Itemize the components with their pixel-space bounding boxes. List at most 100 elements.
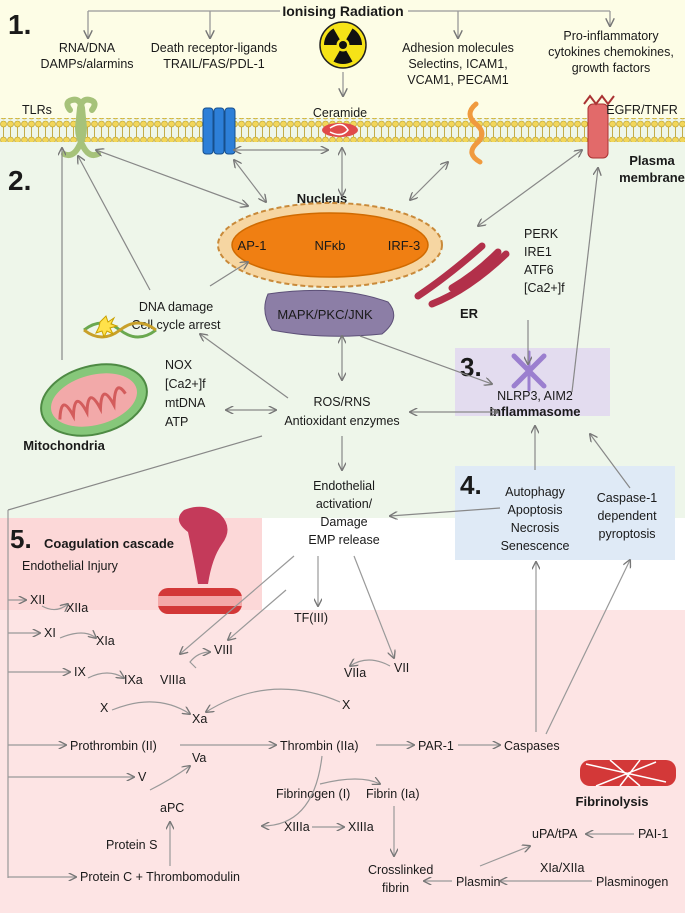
factor-xia: XIa <box>96 634 115 648</box>
factor-xiiia-2: XIIIa <box>348 820 374 834</box>
par1-label: PAR-1 <box>418 739 454 753</box>
egfr-receptor-icon <box>583 94 615 159</box>
fibrinogen-label: Fibrinogen (I) <box>276 787 350 801</box>
upa-tpa-label: uPA/tPA <box>532 827 578 841</box>
nlrp3-aim2-label: NLRP3, AIM2 <box>497 389 573 403</box>
death-receptor-label: Death receptor-ligands <box>151 41 277 55</box>
factor-xa: Xa <box>192 712 207 726</box>
activation-label: activation/ <box>316 497 373 511</box>
mapk-shape <box>264 289 395 337</box>
mitochondria-label: Mitochondria <box>23 438 105 453</box>
tlr-receptor-icon <box>61 96 101 159</box>
plasminogen-label: Plasminogen <box>596 875 668 889</box>
ca2f-mito-label: [Ca2+]f <box>165 377 206 391</box>
crosslinked-label: Crosslinked <box>368 863 433 877</box>
mtdna-label: mtDNA <box>165 396 206 410</box>
factor-v: V <box>138 770 147 784</box>
adhesion-molecule-icon <box>467 101 485 165</box>
antioxidant-label: Antioxidant enzymes <box>284 414 399 428</box>
mapk-label: MAPK/PKC/JNK <box>277 307 373 322</box>
factor-vii: VII <box>394 661 409 675</box>
damps-label: DAMPs/alarmins <box>40 57 133 71</box>
dna-damage-label: DNA damage <box>139 300 213 314</box>
caspases-label: Caspases <box>504 739 560 753</box>
senescence-label: Senescence <box>501 539 570 553</box>
endothelial-injury-label: Endothelial Injury <box>22 559 119 573</box>
inflammasome-box <box>455 348 610 416</box>
link-line <box>7 435 263 511</box>
ceramide-icon <box>322 123 358 137</box>
autophagy-label: Autophagy <box>505 485 566 499</box>
fibrin-crosslinked-label: fibrin <box>382 881 409 895</box>
nfkb-label: NFκb <box>314 238 345 253</box>
er-icon <box>414 242 510 308</box>
plasma-label: Plasma <box>629 153 675 168</box>
selectins-label: Selectins, ICAM1, <box>408 57 507 71</box>
thrombin-label: Thrombin (IIa) <box>280 739 359 753</box>
factor-x-extrinsic: X <box>342 698 351 712</box>
factor-va: Va <box>192 751 206 765</box>
apc-label: aPC <box>160 801 184 815</box>
nox-label: NOX <box>165 358 193 372</box>
tlrs-label: TLRs <box>22 103 52 117</box>
necrosis-label: Necrosis <box>511 521 560 535</box>
factor-viii: VIII <box>214 643 233 657</box>
atf6-label: ATF6 <box>524 263 554 277</box>
ionising-radiation-title: Ionising Radiation <box>282 3 403 19</box>
ire1-label: IRE1 <box>524 245 552 259</box>
blood-vessel-icon <box>158 506 242 614</box>
factor-ix: IX <box>74 665 86 679</box>
apoptosis-label: Apoptosis <box>508 503 563 517</box>
mitochondria-icon <box>40 363 148 437</box>
dependent-label: dependent <box>597 509 657 523</box>
cell-death-box <box>455 466 675 560</box>
protein-s-label: Protein S <box>106 838 157 852</box>
factor-viia: VIIa <box>344 666 366 680</box>
tissue-factor: TF(III) <box>294 611 328 625</box>
perk-label: PERK <box>524 227 559 241</box>
ros-rns-label: ROS/RNS <box>314 395 371 409</box>
emp-release-label: EMP release <box>308 533 379 547</box>
vcam-label: VCAM1, PECAM1 <box>407 73 508 87</box>
damage-label: Damage <box>320 515 367 529</box>
plasmin-label: Plasmin <box>456 875 501 889</box>
ca2f-er-label: [Ca2+]f <box>524 281 565 295</box>
factor-xii: XII <box>30 593 45 607</box>
death-receptor-icon <box>202 107 236 155</box>
fibrin-label: Fibrin (Ia) <box>366 787 419 801</box>
trail-fas-label: TRAIL/FAS/PDL-1 <box>163 57 264 71</box>
ap1-label: AP-1 <box>238 238 267 253</box>
nucleus-shape <box>217 202 443 288</box>
atp-label: ATP <box>165 415 188 429</box>
membrane-label: membrane <box>619 170 685 185</box>
factor-ixa: IXa <box>124 673 143 687</box>
radiation-icon <box>319 21 367 69</box>
rna-dna-label: RNA/DNA <box>59 41 116 55</box>
fibrinolysis-title: Fibrinolysis <box>576 794 649 809</box>
caspase1-label: Caspase-1 <box>597 491 657 505</box>
pai1-label: PAI-1 <box>638 827 668 841</box>
factor-xi: XI <box>44 626 56 640</box>
factor-xiia: XIIa <box>66 601 88 615</box>
adhesion-label: Adhesion molecules <box>402 41 514 55</box>
xia-xiia-label: XIa/XIIa <box>540 861 585 875</box>
factor-x-intrinsic: X <box>100 701 109 715</box>
inflammasome-title: Inflammasome <box>489 404 580 419</box>
growth-factors-label: growth factors <box>572 61 651 75</box>
section-5-number: 5. <box>10 524 32 554</box>
fibrin-clot-icon <box>580 759 676 787</box>
section-2-number: 2. <box>8 165 31 196</box>
section-3-number: 3. <box>460 352 482 382</box>
coagulation-title: Coagulation cascade <box>44 536 174 551</box>
factor-xiiia-1: XIIIa <box>284 820 310 834</box>
egfr-tnfr-label: EGFR/TNFR <box>606 103 678 117</box>
prothrombin-label: Prothrombin (II) <box>70 739 157 753</box>
irf3-label: IRF-3 <box>388 238 421 253</box>
section-4-number: 4. <box>460 470 482 500</box>
factor-viiia: VIIIa <box>160 673 186 687</box>
endothelial-label: Endothelial <box>313 479 375 493</box>
section-1-number: 1. <box>8 9 31 40</box>
ceramide-label: Ceramide <box>313 106 367 120</box>
